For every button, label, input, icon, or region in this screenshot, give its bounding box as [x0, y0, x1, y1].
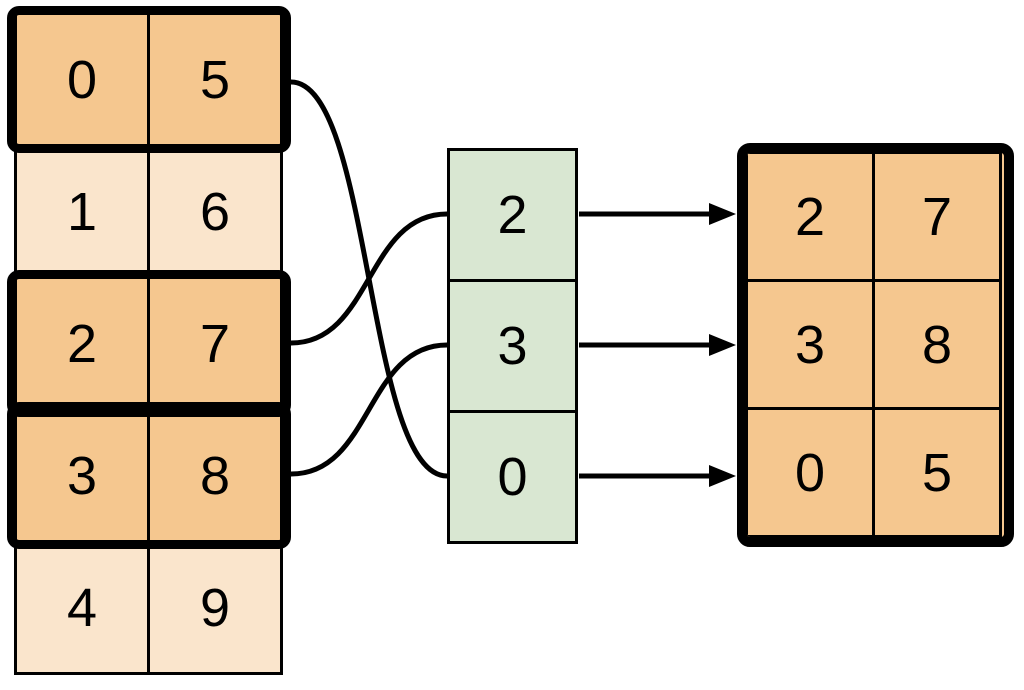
source-cell-4-0: 4	[14, 540, 150, 675]
curve-source-row-2-to-index-value-2	[288, 211, 450, 346]
result-cell-1-1: 8	[872, 279, 1002, 410]
result-cell-0-1: 7	[872, 153, 1002, 282]
result-row-2: 0 5	[747, 407, 1002, 537]
curve-source-row-0-to-index-value-0	[288, 79, 450, 479]
source-cell-3-1: 8	[147, 408, 283, 543]
result-table-border: 2 7 3 8 0 5	[737, 143, 1014, 547]
index-cell-1: 3	[447, 279, 578, 413]
arrow-index-3-to-result-row-1	[579, 334, 736, 356]
index-row-1: 3	[447, 279, 578, 413]
source-cell-1-1: 6	[147, 144, 283, 279]
index-row-0: 2	[447, 148, 578, 282]
source-cell-2-1: 7	[147, 276, 283, 411]
index-row-2: 0	[447, 410, 578, 544]
result-cell-2-0: 0	[747, 407, 875, 537]
source-cell-0-0: 0	[14, 12, 150, 147]
source-row-4: 4 9	[14, 540, 283, 675]
result-table: 2 7 3 8 0 5	[747, 153, 1002, 537]
index-cell-0: 2	[447, 148, 578, 282]
source-row-1: 1 6	[14, 144, 283, 279]
index-column: 2 3 0	[447, 148, 578, 544]
arrowhead-icon	[709, 334, 736, 356]
result-cell-0-0: 2	[747, 153, 875, 282]
source-table: 0 5 1 6 2 7 3 8 4 9	[14, 12, 283, 675]
result-cell-1-0: 3	[747, 279, 875, 410]
source-row-3: 3 8	[14, 408, 283, 543]
source-cell-2-0: 2	[14, 276, 150, 411]
arrowhead-icon	[709, 203, 736, 225]
source-row-0: 0 5	[14, 12, 283, 147]
arrow-index-2-to-result-row-0	[579, 203, 736, 225]
arrow-index-0-to-result-row-2	[579, 465, 736, 487]
source-cell-1-0: 1	[14, 144, 150, 279]
result-row-0: 2 7	[747, 153, 1002, 282]
index-cell-2: 0	[447, 410, 578, 544]
arrowhead-icon	[709, 465, 736, 487]
result-row-1: 3 8	[747, 279, 1002, 410]
source-row-2: 2 7	[14, 276, 283, 411]
source-cell-4-1: 9	[147, 540, 283, 675]
source-cell-3-0: 3	[14, 408, 150, 543]
source-cell-0-1: 5	[147, 12, 283, 147]
curve-source-row-3-to-index-value-3	[288, 342, 450, 477]
result-cell-2-1: 5	[872, 407, 1002, 537]
